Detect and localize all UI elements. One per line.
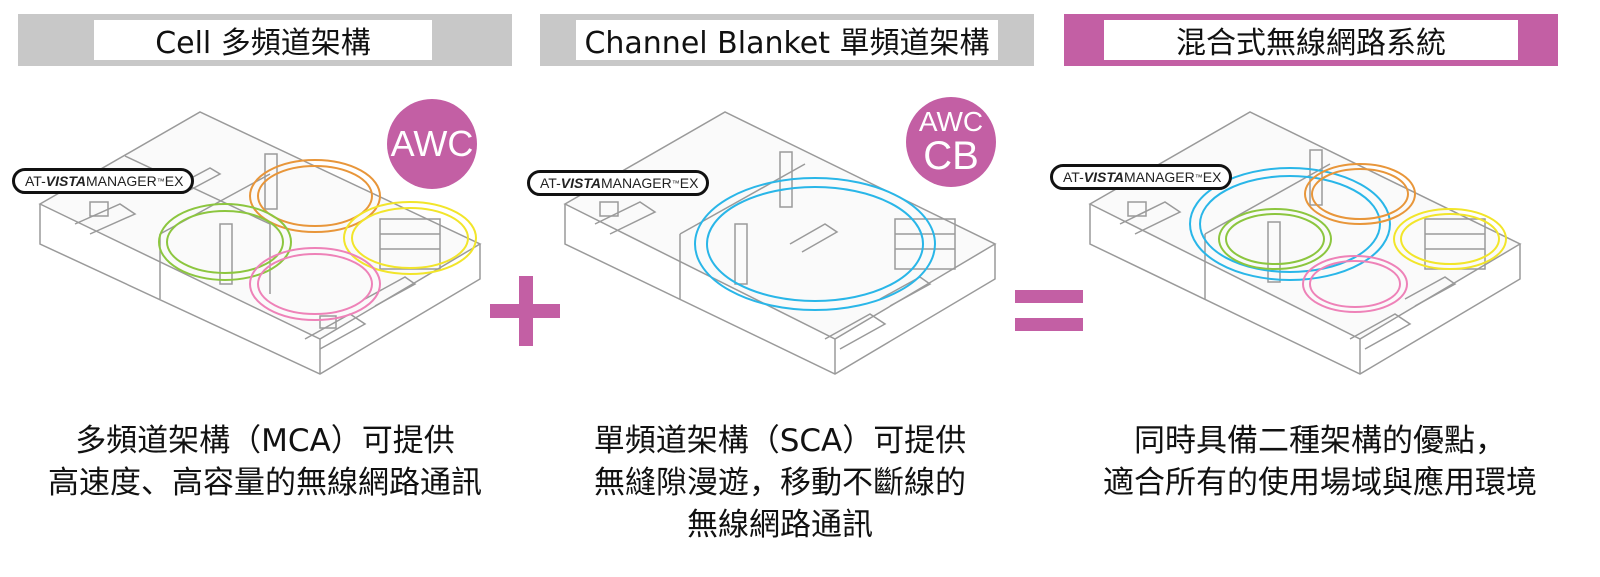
header-hybrid: 混合式無線網路系統 bbox=[1064, 14, 1558, 66]
vista-suffix: MANAGER bbox=[600, 175, 672, 191]
header-blanket: Channel Blanket 單頻道架構 bbox=[540, 14, 1034, 66]
vista-ex: EX bbox=[1202, 169, 1222, 185]
vista-tm: ™ bbox=[671, 178, 680, 188]
equals-icon bbox=[1015, 290, 1083, 332]
awc-badge: AWC bbox=[387, 99, 477, 189]
awc-cb-badge-line1: AWC bbox=[918, 106, 984, 137]
caption-hybrid: 同時具備二種架構的優點， 適合所有的使用場域與應用環境 bbox=[1050, 420, 1590, 504]
caption-hybrid-line1: 同時具備二種架構的優點， bbox=[1134, 423, 1506, 459]
awc-cb-badge-line2: CB bbox=[923, 134, 979, 178]
header-cell: Cell 多頻道架構 bbox=[18, 14, 512, 66]
vista-prefix: AT- bbox=[540, 175, 561, 191]
vista-suffix: MANAGER bbox=[1123, 169, 1195, 185]
header-cell-title: Cell 多頻道架構 bbox=[94, 20, 432, 61]
vista-brand: VISTA bbox=[560, 175, 601, 191]
plus-icon bbox=[490, 276, 560, 346]
caption-cell-line2: 高速度、高容量的無線網路通訊 bbox=[48, 465, 482, 501]
vista-prefix: AT- bbox=[25, 173, 46, 189]
vista-ex: EX bbox=[679, 175, 699, 191]
caption-blanket-line3: 無線網路通訊 bbox=[687, 507, 873, 543]
vista-suffix: MANAGER bbox=[85, 173, 157, 189]
vista-prefix: AT- bbox=[1063, 169, 1084, 185]
vista-brand: VISTA bbox=[45, 173, 86, 189]
blanket-floorplan bbox=[563, 111, 997, 375]
caption-blanket: 單頻道架構（SCA）可提供 無縫隙漫遊，移動不斷線的 無線網路通訊 bbox=[530, 420, 1030, 546]
header-blanket-title: Channel Blanket 單頻道架構 bbox=[576, 20, 998, 61]
vista-brand: VISTA bbox=[1083, 169, 1124, 185]
caption-cell: 多頻道架構（MCA）可提供 高速度、高容量的無線網路通訊 bbox=[10, 420, 520, 504]
vista-tm: ™ bbox=[156, 176, 165, 186]
header-hybrid-title: 混合式無線網路系統 bbox=[1104, 20, 1518, 61]
caption-blanket-line2: 無縫隙漫遊，移動不斷線的 bbox=[594, 465, 966, 501]
caption-cell-line1: 多頻道架構（MCA）可提供 bbox=[75, 423, 455, 459]
caption-hybrid-line2: 適合所有的使用場域與應用環境 bbox=[1103, 465, 1537, 501]
vista-tm: ™ bbox=[1194, 172, 1203, 182]
awc-badge-label: AWC bbox=[390, 123, 474, 164]
hybrid-floorplan bbox=[1088, 111, 1522, 375]
awc-cb-badge: AWC CB bbox=[906, 97, 996, 187]
vista-ex: EX bbox=[164, 173, 184, 189]
caption-blanket-line1: 單頻道架構（SCA）可提供 bbox=[593, 423, 967, 459]
